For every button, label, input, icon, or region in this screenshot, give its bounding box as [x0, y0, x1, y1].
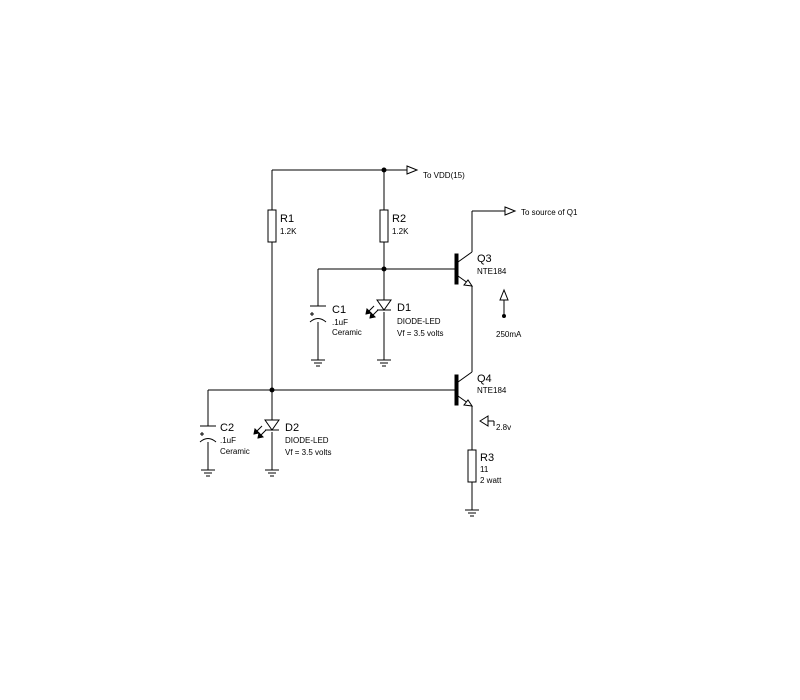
r1-ref: R1	[280, 213, 294, 225]
r1-value: 1.2K	[280, 227, 297, 236]
port-vdd: To VDD(15)	[406, 165, 465, 180]
q4-ref: Q4	[477, 373, 492, 385]
voltage-marker: 2.8v	[479, 415, 511, 432]
wires	[207, 169, 505, 510]
junction-dots	[269, 167, 387, 393]
transistor-q4: Q4 NTE184	[454, 371, 507, 407]
junction-vdd	[381, 167, 387, 173]
d2-part: DIODE-LED	[285, 436, 329, 445]
c1-value: .1uF	[332, 318, 348, 327]
r3-value: 11	[480, 465, 489, 474]
led-d2: D2 DIODE-LED Vf = 3.5 volts	[253, 419, 331, 457]
q3-part: NTE184	[477, 267, 507, 276]
q4-part: NTE184	[477, 386, 507, 395]
r2-ref: R2	[392, 213, 406, 225]
r2-value: 1.2K	[392, 227, 409, 236]
r3-ref: R3	[480, 452, 494, 464]
current-label: 250mA	[496, 330, 522, 339]
transistor-q3: Q3 NTE184	[454, 251, 507, 287]
c2-type: Ceramic	[220, 447, 250, 456]
ground-c1	[311, 359, 325, 367]
d2-ref: D2	[285, 422, 299, 434]
port-vdd-label: To VDD(15)	[423, 171, 465, 180]
port-q1-source-label: To source of Q1	[521, 208, 578, 217]
port-q1-source: To source of Q1	[504, 206, 578, 217]
ground-r3	[465, 509, 479, 517]
capacitor-c1: C1 .1uF Ceramic	[309, 304, 362, 337]
r3-rating: 2 watt	[480, 476, 502, 485]
led-d1: D1 DIODE-LED Vf = 3.5 volts	[365, 299, 443, 338]
d1-ref: D1	[397, 302, 411, 314]
ground-c2	[201, 469, 215, 477]
d1-vf: Vf = 3.5 volts	[397, 329, 443, 338]
voltage-label: 2.8v	[496, 423, 511, 432]
c1-ref: C1	[332, 304, 346, 316]
junction-q3-base	[381, 266, 387, 272]
current-marker: 250mA	[496, 288, 522, 339]
c2-value: .1uF	[220, 436, 236, 445]
ground-d2	[265, 469, 279, 477]
capacitor-c2: C2 .1uF Ceramic	[199, 422, 250, 456]
d2-vf: Vf = 3.5 volts	[285, 448, 331, 457]
q3-ref: Q3	[477, 253, 492, 265]
resistor-r3: R3 11 2 watt	[467, 449, 502, 485]
resistor-r2: R2 1.2K	[379, 209, 409, 243]
resistor-r1: R1 1.2K	[267, 209, 297, 243]
d1-part: DIODE-LED	[397, 317, 441, 326]
ground-d1	[377, 359, 391, 367]
c1-type: Ceramic	[332, 328, 362, 337]
junction-q4-base	[269, 387, 275, 393]
c2-ref: C2	[220, 422, 234, 434]
